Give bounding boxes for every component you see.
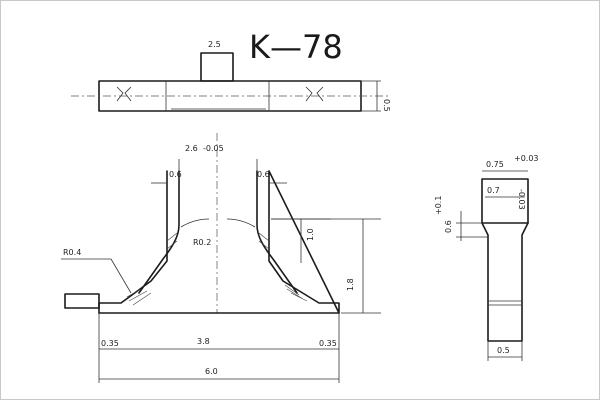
inner-height-label: 1.0 — [306, 228, 315, 241]
base-right-label: 0.35 — [319, 339, 337, 348]
base-left-label: 0.35 — [101, 339, 119, 348]
top-height-label: 0.5 — [382, 99, 391, 112]
slot-width-label: 2.6 — [185, 144, 198, 153]
side-inner-tolerance-label: -0.03 — [517, 189, 526, 210]
part-number-title: K—78 — [249, 28, 343, 66]
total-height-label: 1.8 — [346, 278, 355, 291]
side-view: 0.75 +0.03 0.7 -0.03 0.6 +0.1 0.5 — [434, 154, 539, 361]
top-view-tab — [200, 52, 234, 82]
slot-tolerance-label: -0.05 — [203, 144, 224, 153]
side-bottom-label: 0.5 — [497, 346, 510, 355]
bottom-radius-label: R0.4 — [63, 248, 81, 257]
side-top-tolerance-label: +0.03 — [514, 154, 539, 163]
top-view: 2.5 0.5 — [71, 40, 391, 112]
right-angle-label: 0.6 — [257, 170, 270, 179]
side-top-label: 0.75 — [486, 160, 504, 169]
side-offset-label: 0.6 — [444, 220, 453, 233]
front-view-profile — [98, 170, 340, 314]
base-total-label: 6.0 — [205, 367, 218, 376]
left-pin — [64, 293, 100, 309]
left-angle-label: 0.6 — [169, 170, 182, 179]
side-offset-tolerance-label: +0.1 — [434, 196, 443, 215]
side-inner-label: 0.7 — [487, 186, 500, 195]
base-middle-label: 3.8 — [197, 337, 210, 346]
front-view: 2.6 -0.05 0.6 0.6 R0.2 R0.4 1.0 1.8 0.35… — [61, 133, 381, 383]
top-radius-label: R0.2 — [193, 238, 211, 247]
top-width-label: 2.5 — [208, 40, 221, 49]
side-view-head — [481, 178, 529, 224]
